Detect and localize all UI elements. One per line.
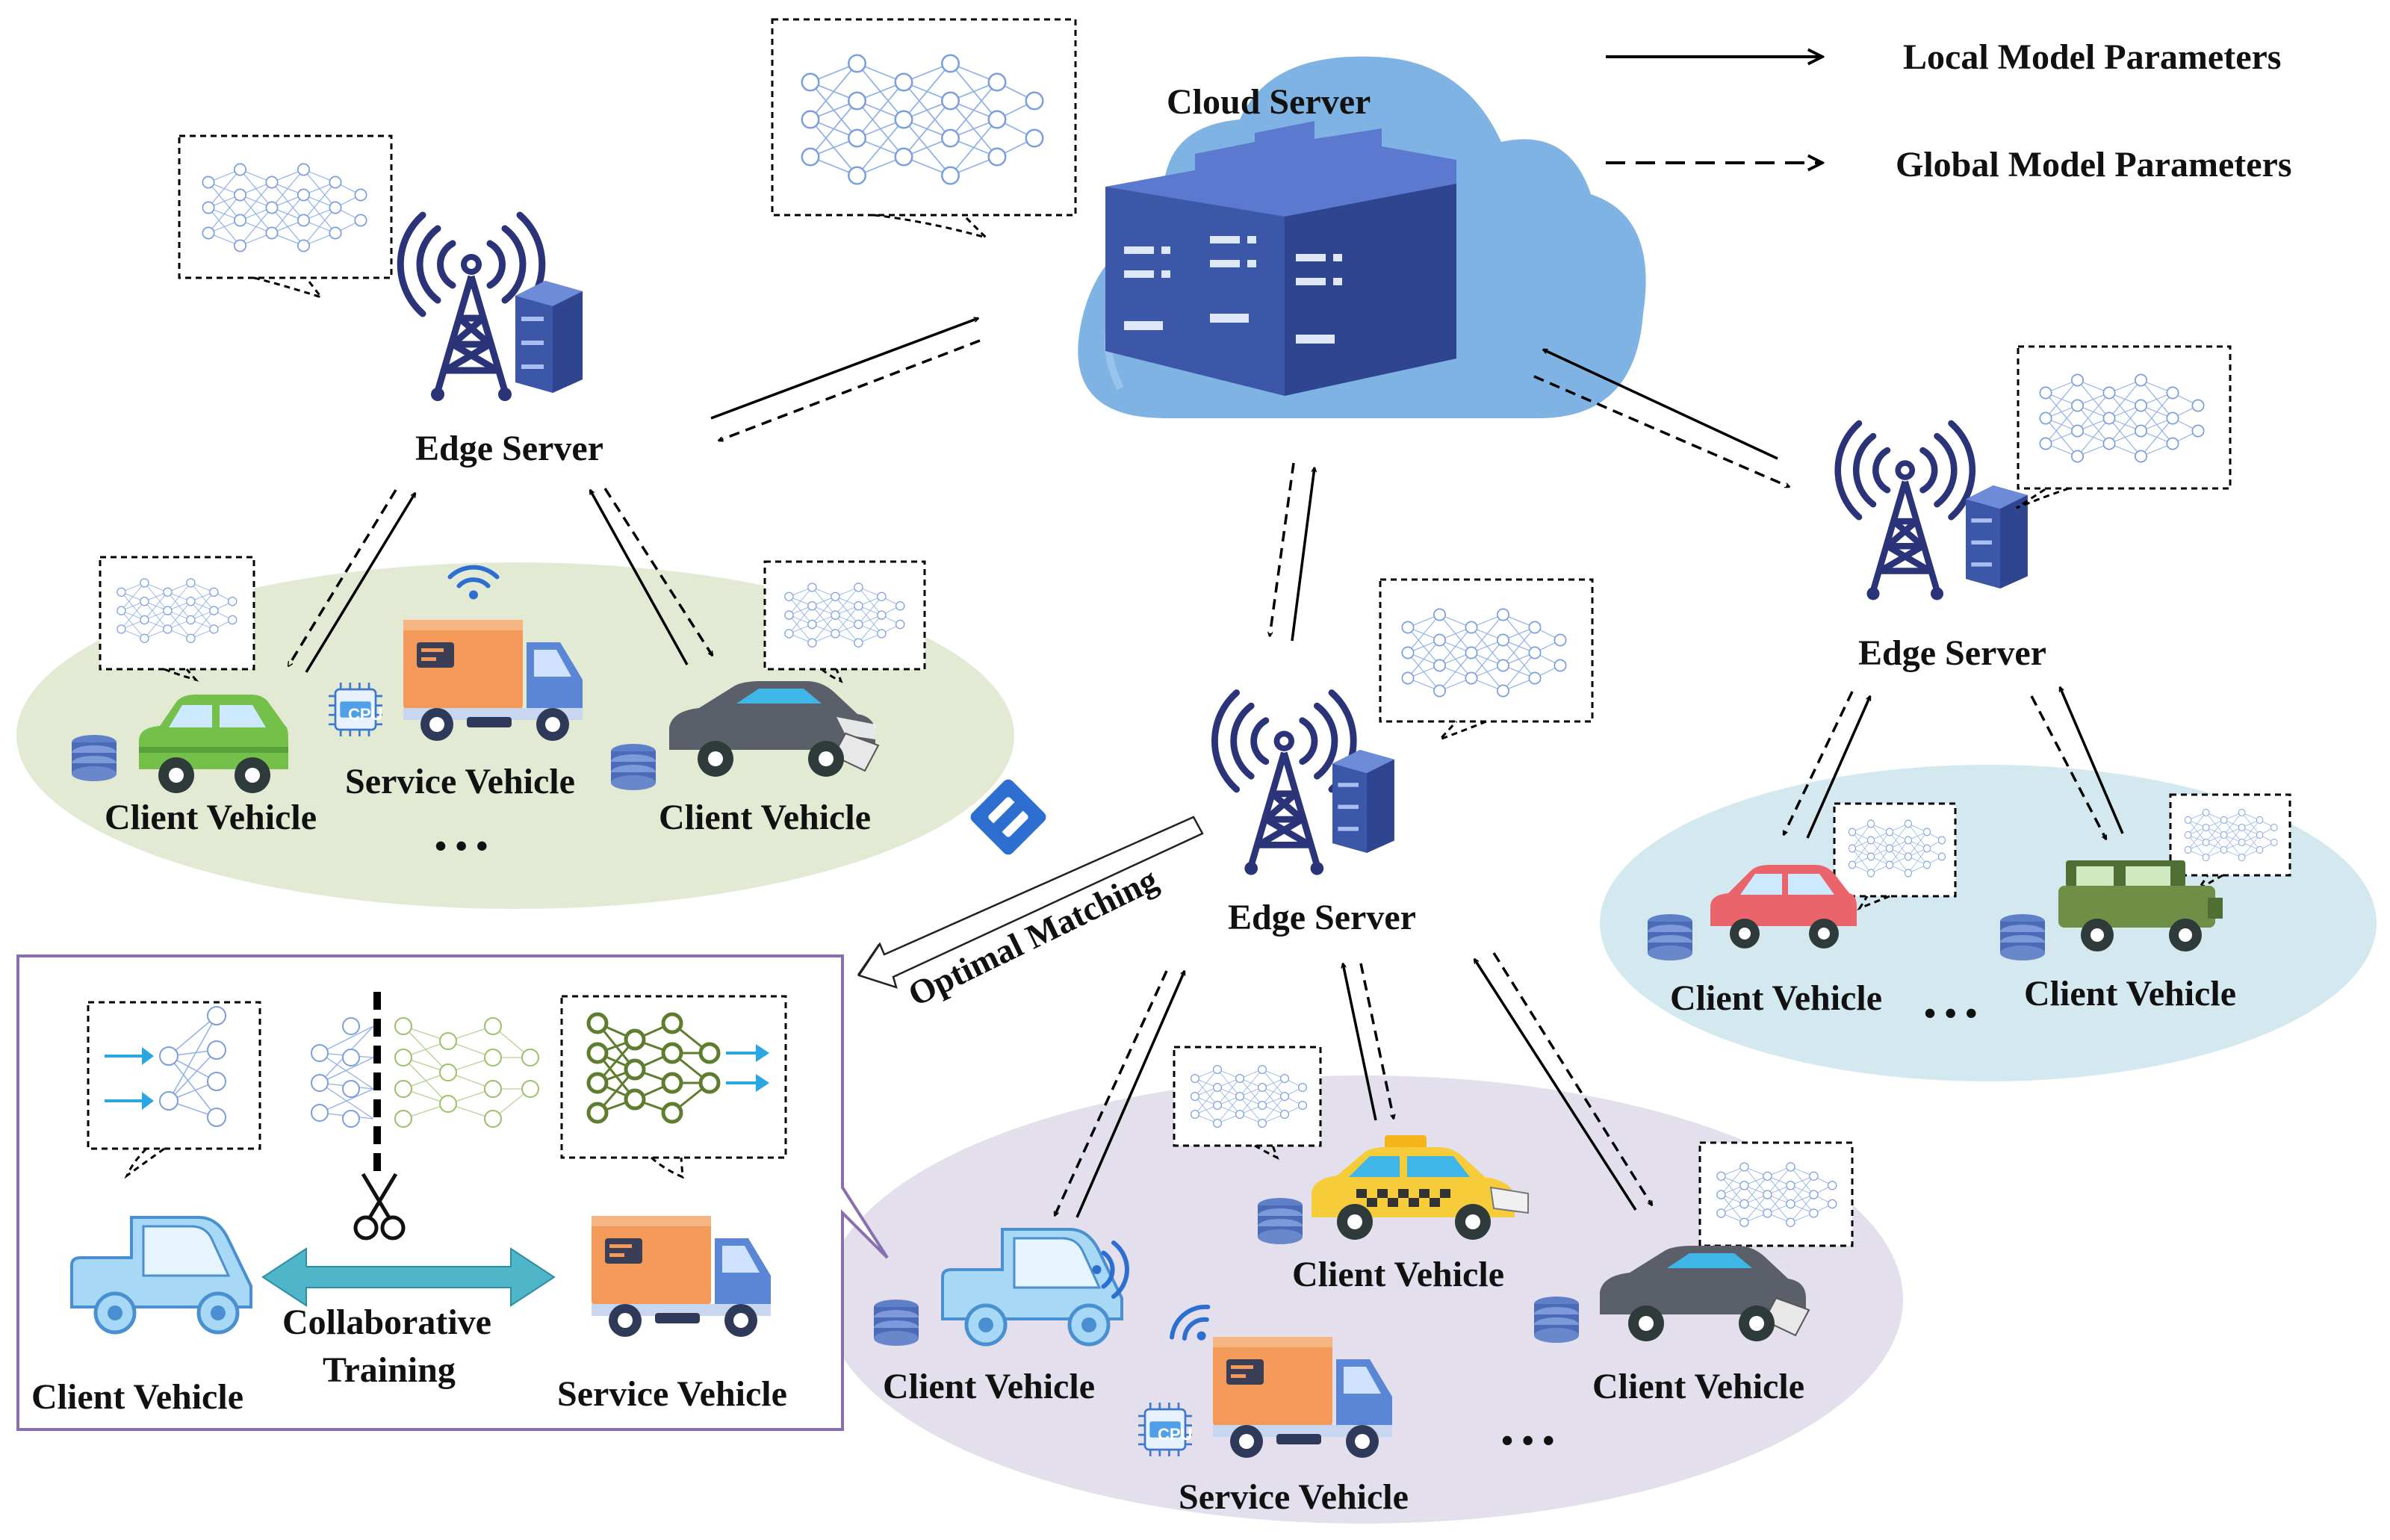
arrow-icon bbox=[1473, 959, 1637, 1211]
server-icon bbox=[1332, 750, 1394, 853]
car-icon bbox=[1600, 1246, 1810, 1341]
database-icon bbox=[1648, 914, 1692, 960]
database-icon bbox=[874, 1300, 919, 1346]
arrow-icon bbox=[1053, 970, 1168, 1216]
server-rack-icon bbox=[1105, 121, 1456, 396]
client-model-bubble bbox=[1833, 802, 1957, 911]
client-vehicle-label: Client Vehicle bbox=[1592, 1367, 1804, 1406]
edge-left-model-bubble bbox=[178, 134, 393, 299]
client-vehicle-label: Client Vehicle bbox=[1670, 978, 1882, 1018]
client-vehicle-label: Client Vehicle bbox=[105, 798, 317, 837]
arrow-icon bbox=[1782, 691, 1854, 835]
car-icon bbox=[669, 681, 880, 777]
edge-server-right: Edge Server bbox=[1838, 423, 2046, 673]
cloud-server-label: Cloud Server bbox=[1167, 82, 1371, 122]
arrow-icon bbox=[1359, 963, 1394, 1119]
server-icon bbox=[1966, 485, 2028, 589]
client-model-bubble bbox=[1173, 1046, 1322, 1161]
car-icon bbox=[139, 695, 288, 793]
service-vehicle-label: Service Vehicle bbox=[1179, 1477, 1409, 1517]
client-vehicle-label: Client Vehicle bbox=[31, 1377, 243, 1417]
database-icon bbox=[1534, 1297, 1579, 1343]
car-icon bbox=[70, 1216, 252, 1335]
client-model-bubble bbox=[1698, 1141, 1854, 1264]
legend-local-label: Local Model Parameters bbox=[1903, 37, 2281, 77]
left-cluster: Client Vehicle CPU Service Vehicle Clien… bbox=[72, 556, 926, 865]
arrow-icon bbox=[710, 318, 978, 420]
scissors-icon bbox=[353, 1173, 406, 1241]
car-icon bbox=[1710, 865, 1857, 948]
collaborative-label: Collaborative bbox=[282, 1303, 491, 1342]
client-submodel-icon bbox=[105, 1006, 226, 1127]
arrow-icon bbox=[589, 490, 689, 665]
client-model-bubble bbox=[763, 560, 926, 683]
edge-right-model-bubble bbox=[2016, 345, 2232, 509]
purple-field bbox=[825, 1075, 1903, 1524]
client-model-bubble bbox=[99, 556, 255, 682]
collaboration-inset: Client Vehicle Collaborative Training Se… bbox=[16, 954, 889, 1431]
right-cluster: Client Vehicle Client Vehicle • • • bbox=[1648, 793, 2291, 1032]
service-vehicle-label: Service Vehicle bbox=[557, 1374, 787, 1414]
jeep-icon bbox=[2058, 860, 2223, 951]
edge-server-label: Edge Server bbox=[415, 429, 603, 468]
arrow-icon bbox=[1343, 963, 1377, 1121]
edge-server-label: Edge Server bbox=[1228, 898, 1416, 937]
client-model-bubble bbox=[2169, 793, 2291, 890]
edge-server-label: Edge Server bbox=[1858, 633, 2046, 673]
arrow-icon bbox=[1492, 952, 1654, 1205]
arrow-icon bbox=[1270, 462, 1295, 636]
legend-global-label: Global Model Parameters bbox=[1896, 145, 2292, 184]
training-label: Training bbox=[323, 1350, 456, 1390]
client-vehicle-label: Client Vehicle bbox=[883, 1367, 1095, 1406]
arrow-icon bbox=[1291, 468, 1314, 642]
bottom-cluster: Client Vehicle Client Vehicle CPU Servic… bbox=[874, 1046, 1854, 1517]
more-vehicles-dots: • • • bbox=[435, 827, 488, 865]
client-model-bubble bbox=[87, 1001, 261, 1179]
edge-server-center: Edge Server bbox=[1214, 693, 1416, 937]
arrow-icon bbox=[718, 339, 981, 441]
arrow-icon bbox=[1533, 375, 1790, 488]
cpu-label: CPU bbox=[348, 705, 382, 724]
taxi-icon bbox=[1312, 1135, 1529, 1240]
client-vehicle-label: Client Vehicle bbox=[1292, 1255, 1504, 1294]
tower-icon bbox=[1838, 423, 1972, 600]
service-vehicle-label: Service Vehicle bbox=[345, 762, 575, 801]
collaboration-arrow-icon bbox=[261, 1247, 556, 1307]
database-icon bbox=[1258, 1198, 1303, 1244]
service-model-bubble bbox=[560, 995, 787, 1179]
database-icon bbox=[611, 744, 656, 790]
server-icon bbox=[515, 281, 583, 393]
arrow-icon bbox=[1806, 696, 1872, 839]
client-vehicle-label: Client Vehicle bbox=[2024, 974, 2236, 1013]
more-vehicles-dots: • • • bbox=[1501, 1421, 1554, 1459]
database-icon bbox=[2000, 914, 2045, 960]
legend: Local Model Parameters Global Model Para… bbox=[1606, 37, 2292, 184]
arrow-icon bbox=[2058, 687, 2124, 834]
service-submodel-icon bbox=[586, 1012, 769, 1124]
arrow-icon bbox=[2030, 695, 2108, 839]
arrow-icon bbox=[287, 489, 397, 666]
split-model-icon bbox=[311, 992, 539, 1176]
cloud-model-bubble bbox=[771, 18, 1077, 240]
handshake-icon bbox=[970, 779, 1046, 855]
cloud-server: Cloud Server bbox=[1078, 56, 1646, 418]
arrow-icon bbox=[1543, 348, 1778, 460]
matching-arrow-icon bbox=[857, 816, 1204, 989]
cpu-label: CPU bbox=[1158, 1425, 1192, 1444]
arrow-icon bbox=[305, 493, 417, 673]
arrow-icon bbox=[1076, 971, 1186, 1218]
database-icon bbox=[72, 735, 117, 781]
edge-server-top-left: Edge Server bbox=[400, 215, 603, 468]
more-vehicles-dots: • • • bbox=[1924, 994, 1977, 1032]
edge-center-model-bubble bbox=[1379, 578, 1594, 741]
link-arrows bbox=[287, 318, 2124, 1218]
client-vehicle-label: Client Vehicle bbox=[659, 798, 871, 837]
car-icon bbox=[941, 1228, 1123, 1347]
